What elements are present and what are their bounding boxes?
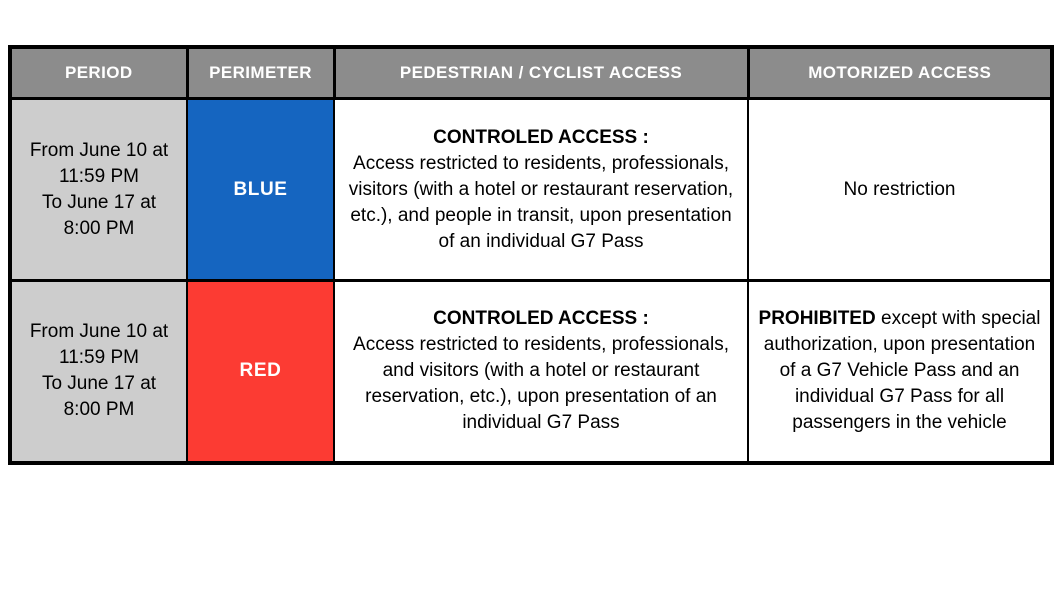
access-body: Access restricted to residents, professi… — [353, 334, 729, 434]
period-cell: From June 10 at 11:59 PM To June 17 at 8… — [9, 279, 188, 464]
access-title: CONTROLED ACCESS : — [433, 126, 649, 148]
table-row-red: From June 10 at 11:59 PM To June 17 at 8… — [9, 279, 1053, 464]
table-row-blue: From June 10 at 11:59 PM To June 17 at 8… — [9, 97, 1053, 282]
col-header-period: PERIOD — [8, 45, 189, 100]
motorized-access-cell: No restriction — [747, 97, 1053, 282]
access-body: Access restricted to residents, professi… — [348, 152, 734, 252]
access-body: except with special authorization, upon … — [763, 308, 1041, 434]
perimeter-cell-red: RED — [186, 279, 335, 464]
period-cell: From June 10 at 11:59 PM To June 17 at 8… — [9, 97, 188, 282]
pedestrian-access-cell: CONTROLED ACCESS : Access restricted to … — [333, 279, 749, 464]
col-header-perimeter: PERIMETER — [185, 45, 336, 100]
access-rules-table: PERIOD PERIMETER PEDESTRIAN / CYCLIST AC… — [8, 45, 1054, 465]
access-title: CONTROLED ACCESS : — [433, 308, 649, 330]
motorized-access-cell: PROHIBITED except with special authoriza… — [747, 279, 1053, 464]
access-bold-lead: PROHIBITED — [758, 308, 876, 330]
pedestrian-access-cell: CONTROLED ACCESS : Access restricted to … — [333, 97, 749, 282]
header-row: PERIOD PERIMETER PEDESTRIAN / CYCLIST AC… — [8, 45, 1054, 100]
perimeter-cell-blue: BLUE — [186, 97, 335, 282]
col-header-pedestrian-cyclist-access: PEDESTRIAN / CYCLIST ACCESS — [332, 45, 750, 100]
col-header-motorized-access: MOTORIZED ACCESS — [746, 45, 1054, 100]
access-body: No restriction — [843, 178, 956, 200]
